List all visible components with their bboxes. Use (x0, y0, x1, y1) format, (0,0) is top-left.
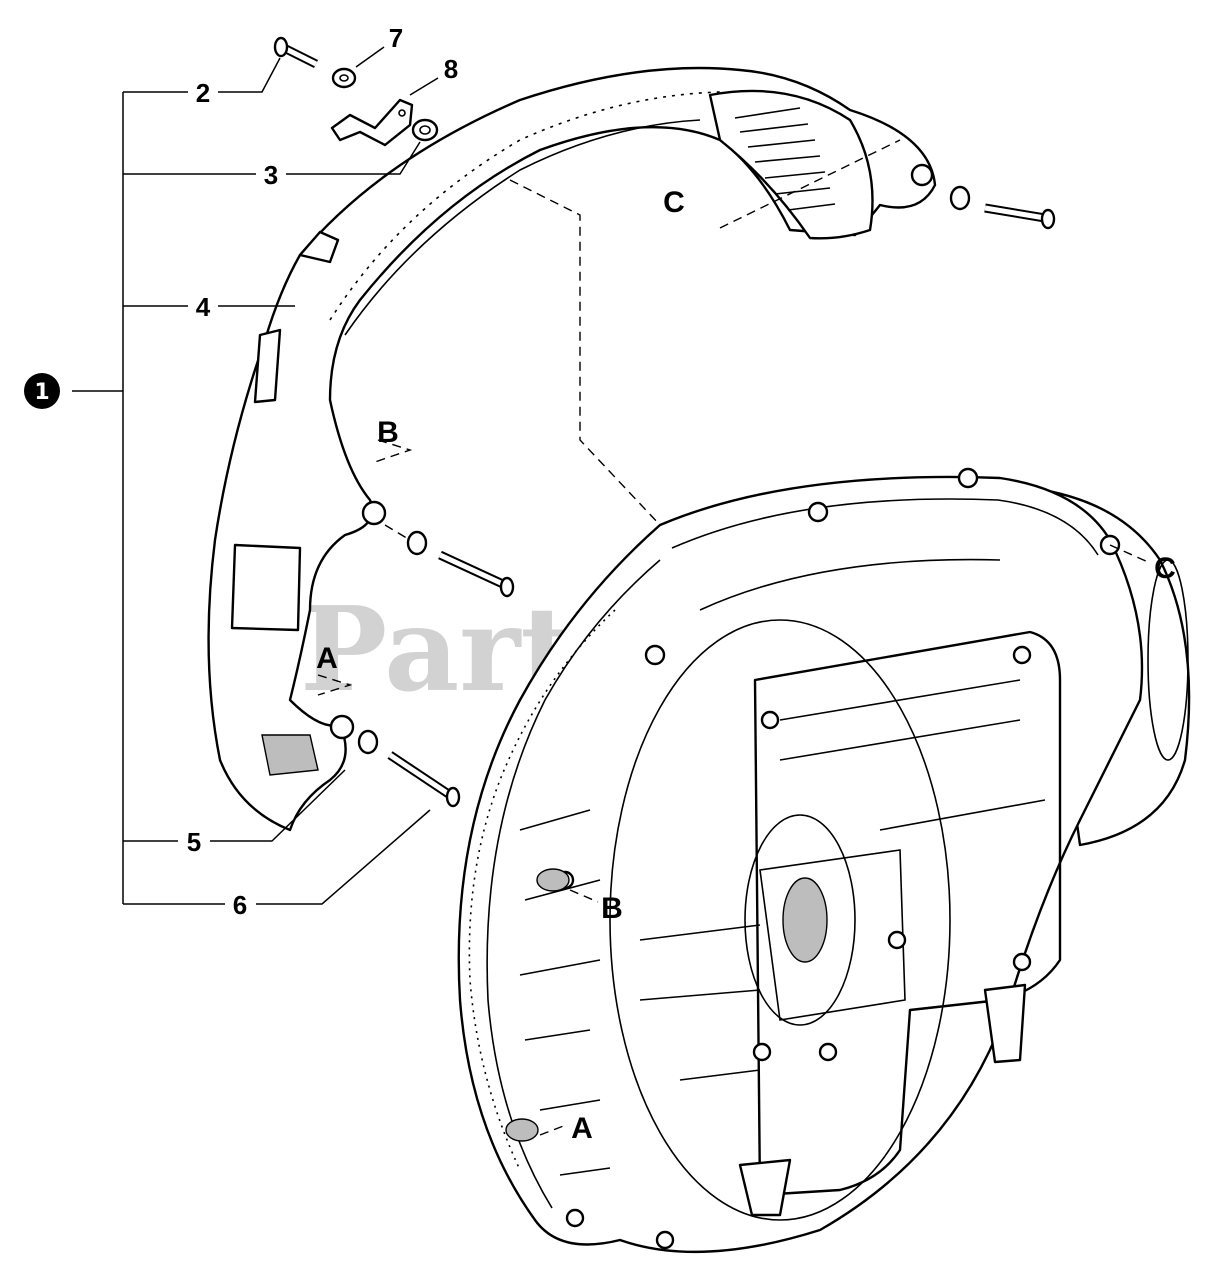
screw-b (438, 550, 515, 598)
fan-cover-lower-tab (261, 734, 319, 776)
outlet-rim (1147, 559, 1189, 761)
housing-boss-a (505, 1118, 539, 1142)
fan-cover-ribs (329, 91, 721, 321)
callout-6: 6 (233, 890, 247, 920)
assembly-badge: 1 (24, 373, 60, 409)
fan-disc (609, 619, 951, 1221)
housing-boss-b (536, 868, 570, 892)
callout-3: 3 (264, 160, 278, 190)
fan-cover-latch (230, 543, 302, 632)
fan-cover-hood (708, 89, 874, 240)
washer-part-5 (357, 729, 379, 755)
ref-letter-a-cover: A (316, 642, 338, 675)
screw-part-6 (387, 751, 461, 808)
ref-letter-a-housing: A (571, 1112, 593, 1145)
ref-letter-c-cover: C (663, 186, 685, 219)
bracket-part-8 (330, 98, 414, 147)
housing-foot-left (738, 1158, 792, 1217)
assembly-badge-label: 1 (34, 380, 49, 405)
callout-2: 2 (196, 78, 210, 108)
cover-boss-b (361, 500, 387, 526)
ref-letter-c-housing: C (1154, 552, 1176, 585)
cover-boss-c (910, 163, 934, 187)
fan-cover-tab-side (253, 328, 282, 404)
callout-4: 4 (196, 292, 211, 322)
callout-8: 8 (444, 54, 458, 84)
screw-c (984, 203, 1056, 230)
housing-fins (519, 809, 611, 1176)
fan-cover-shell (207, 66, 937, 832)
fan-housing (457, 467, 1191, 1254)
nut-part-3 (411, 118, 439, 142)
fan-cover-part-4 (207, 66, 937, 832)
washer-c (949, 185, 971, 211)
housing-inner-frame (753, 630, 1062, 1197)
washer-b (406, 530, 428, 556)
leader-lines (72, 46, 439, 905)
ref-letter-b-housing: B (601, 892, 623, 925)
housing-rim (486, 498, 1099, 1209)
ref-letter-b-cover: B (377, 416, 399, 449)
cover-boss-a (329, 714, 355, 740)
alignment-lines (317, 139, 1149, 1136)
fan-cover-tab-upper (298, 230, 340, 264)
callout-5: 5 (187, 827, 201, 857)
screw-part-2 (273, 36, 319, 69)
washer-part-7 (331, 67, 357, 89)
hardware (273, 36, 1056, 1142)
housing-foot-right (983, 983, 1027, 1064)
callout-7: 7 (389, 23, 403, 53)
